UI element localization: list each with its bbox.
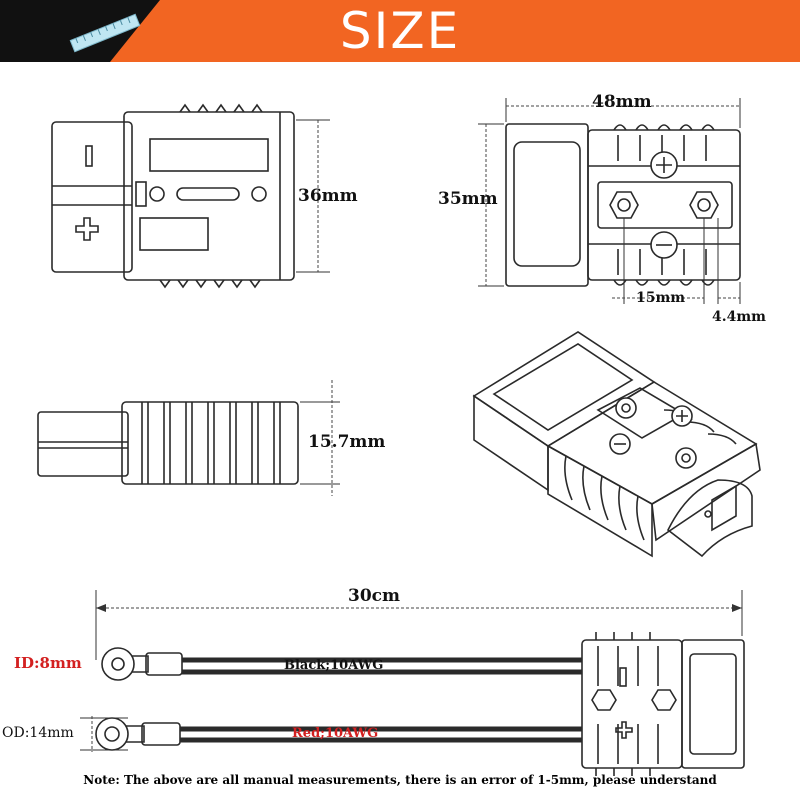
- black-cable: [101, 647, 582, 681]
- ruler-icon: [69, 13, 141, 53]
- red-cable: [95, 717, 582, 751]
- top-view: [478, 98, 741, 304]
- front-view: [51, 103, 330, 289]
- hole-spacing-label: 15mm: [636, 290, 686, 306]
- ring-od-label: OD:14mm: [2, 725, 74, 741]
- measurement-note: Note: The above are all manual measureme…: [83, 773, 717, 787]
- side-thickness-label: 15.7mm: [308, 432, 386, 452]
- red-wire-label: Red;10AWG: [292, 726, 379, 741]
- banner-corner: [0, 0, 160, 62]
- cable-assembly: [80, 590, 745, 776]
- banner-title: SIZE: [339, 2, 461, 60]
- size-banner: SIZE: [0, 0, 800, 62]
- isometric-view: [472, 331, 761, 558]
- cable-length-label: 30cm: [348, 586, 400, 606]
- front-width-label: 36mm: [298, 186, 358, 206]
- edge-offset-label: 4.4mm: [712, 309, 766, 325]
- side-view: [37, 380, 340, 496]
- black-wire-label: Black;10AWG: [284, 658, 384, 673]
- banner-graphic: [0, 0, 800, 62]
- ring-id-label: ID:8mm: [14, 654, 82, 672]
- top-length-label: 48mm: [592, 92, 652, 112]
- top-height-label: 35mm: [438, 189, 498, 209]
